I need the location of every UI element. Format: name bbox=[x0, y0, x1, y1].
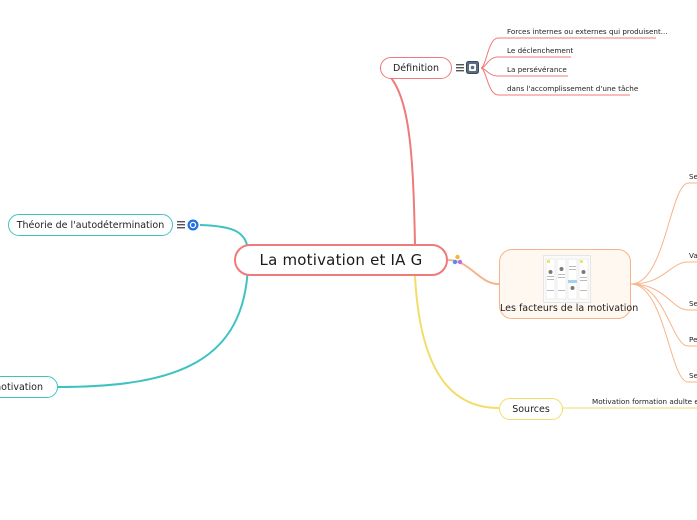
topic-theorie[interactable]: Théorie de l'autodétermination bbox=[8, 214, 173, 236]
facteurs-label: Les facteurs de la motivation bbox=[500, 303, 639, 314]
connector-motivation bbox=[57, 265, 249, 388]
facteurs-thumbnail-image[interactable] bbox=[543, 255, 591, 303]
definition-item[interactable]: dans l'accomplissement d'une tâche bbox=[507, 84, 639, 93]
connector-sources bbox=[414, 275, 500, 409]
facteurs-item[interactable]: Se bbox=[689, 299, 697, 308]
image-icon[interactable] bbox=[466, 61, 479, 74]
topic-facteurs[interactable]: Les facteurs de la motivation bbox=[499, 249, 639, 319]
topic-sources[interactable]: Sources bbox=[499, 398, 563, 420]
definition-subtree bbox=[480, 37, 656, 96]
sources-item[interactable]: Motivation formation adulte ed bbox=[592, 397, 697, 406]
facteurs-subtree bbox=[630, 182, 697, 383]
floating-topic-icon[interactable] bbox=[452, 254, 463, 266]
theorie-label: Théorie de l'autodétermination bbox=[16, 219, 165, 231]
infographic-image bbox=[545, 258, 589, 300]
motivation-label: motivation bbox=[0, 381, 43, 393]
facteurs-item[interactable]: Va bbox=[689, 251, 697, 260]
facteurs-item[interactable]: Pe bbox=[689, 335, 697, 344]
root-title: La motivation et IA G bbox=[259, 251, 423, 269]
connector-definition bbox=[379, 67, 416, 245]
facteurs-item[interactable]: Se bbox=[689, 172, 697, 181]
link-icon[interactable] bbox=[187, 219, 199, 231]
sources-label: Sources bbox=[512, 403, 550, 415]
facteurs-item[interactable]: Se bbox=[689, 371, 697, 380]
root-topic[interactable]: La motivation et IA G bbox=[234, 244, 448, 276]
definition-item[interactable]: Forces internes ou externes qui produise… bbox=[507, 27, 668, 36]
topic-motivation[interactable]: motivation bbox=[0, 376, 58, 398]
definition-item[interactable]: La persévérance bbox=[507, 65, 567, 74]
topic-definition[interactable]: Définition bbox=[380, 57, 452, 79]
notes-icon[interactable] bbox=[455, 63, 465, 72]
definition-label: Définition bbox=[392, 62, 439, 74]
notes-icon[interactable] bbox=[176, 220, 186, 229]
definition-item[interactable]: Le déclenchement bbox=[507, 46, 574, 55]
